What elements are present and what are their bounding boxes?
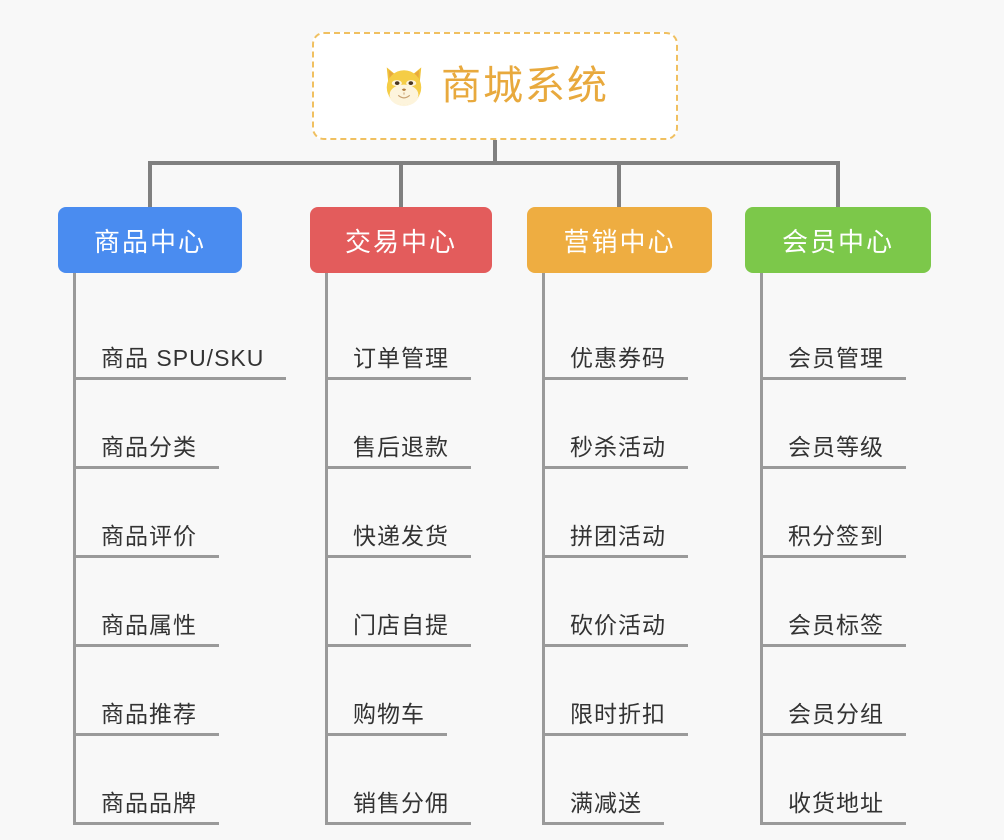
leaf-label: 商品 SPU/SKU — [73, 345, 287, 380]
leaf-item[interactable]: 商品推荐 — [58, 647, 242, 736]
leaf-label: 会员分组 — [760, 701, 906, 736]
leaf-label: 商品属性 — [73, 612, 219, 647]
leaf-spine — [542, 273, 545, 825]
leaf-item[interactable]: 会员分组 — [745, 647, 931, 736]
branch-header[interactable]: 交易中心 — [310, 207, 492, 273]
leaf-label: 积分签到 — [760, 523, 906, 558]
leaf-label: 售后退款 — [325, 434, 471, 469]
leaf-item[interactable]: 拼团活动 — [527, 469, 712, 558]
leaf-item[interactable]: 会员管理 — [745, 291, 931, 380]
leaf-item[interactable]: 收货地址 — [745, 736, 931, 825]
leaf-item[interactable]: 商品 SPU/SKU — [58, 291, 287, 380]
leaf-item[interactable]: 快递发货 — [310, 469, 492, 558]
branch-column: 商品中心 商品 SPU/SKU 商品分类 商品评价 商品属性 商品推荐 商品品牌 — [58, 207, 287, 825]
connector-bus — [148, 161, 840, 165]
leaf-item[interactable]: 销售分佣 — [310, 736, 492, 825]
leaf-spine — [760, 273, 763, 825]
leaf-label: 商品评价 — [73, 523, 219, 558]
leaf-list: 订单管理 售后退款 快递发货 门店自提 购物车 销售分佣 — [310, 273, 492, 825]
leaf-label: 拼团活动 — [542, 523, 688, 558]
leaf-label: 商品分类 — [73, 434, 219, 469]
leaf-item[interactable]: 售后退款 — [310, 380, 492, 469]
leaf-label: 会员等级 — [760, 434, 906, 469]
leaf-item[interactable]: 商品属性 — [58, 558, 242, 647]
root-title: 商城系统 — [441, 64, 609, 108]
leaf-list: 会员管理 会员等级 积分签到 会员标签 会员分组 收货地址 — [745, 273, 931, 825]
branch-header[interactable]: 商品中心 — [58, 207, 242, 273]
leaf-item[interactable]: 商品评价 — [58, 469, 242, 558]
leaf-label: 订单管理 — [325, 345, 471, 380]
leaf-list: 商品 SPU/SKU 商品分类 商品评价 商品属性 商品推荐 商品品牌 — [58, 273, 287, 825]
leaf-label: 快递发货 — [325, 523, 471, 558]
leaf-item[interactable]: 优惠券码 — [527, 291, 712, 380]
leaf-item[interactable]: 门店自提 — [310, 558, 492, 647]
leaf-label: 商品推荐 — [73, 701, 219, 736]
leaf-spine — [325, 273, 328, 825]
connector-drop-3 — [617, 161, 621, 207]
leaf-label: 销售分佣 — [325, 790, 471, 825]
shiba-dog-face-icon — [386, 67, 422, 107]
leaf-item[interactable]: 限时折扣 — [527, 647, 712, 736]
connector-drop-4 — [836, 161, 840, 207]
leaf-spine — [73, 273, 76, 825]
connector-drop-1 — [148, 161, 152, 207]
branch-column: 营销中心 优惠券码 秒杀活动 拼团活动 砍价活动 限时折扣 满减送 — [527, 207, 712, 825]
leaf-item[interactable]: 商品品牌 — [58, 736, 242, 825]
connector-drop-2 — [399, 161, 403, 207]
leaf-label: 收货地址 — [760, 790, 906, 825]
connector-root-stem — [493, 140, 497, 164]
branch-column: 会员中心 会员管理 会员等级 积分签到 会员标签 会员分组 收货地址 — [745, 207, 931, 825]
leaf-list: 优惠券码 秒杀活动 拼团活动 砍价活动 限时折扣 满减送 — [527, 273, 712, 825]
leaf-item[interactable]: 会员标签 — [745, 558, 931, 647]
leaf-label: 限时折扣 — [542, 701, 688, 736]
leaf-item[interactable]: 购物车 — [310, 647, 492, 736]
branch-header[interactable]: 营销中心 — [527, 207, 712, 273]
leaf-item[interactable]: 秒杀活动 — [527, 380, 712, 469]
leaf-label: 商品品牌 — [73, 790, 219, 825]
leaf-item[interactable]: 满减送 — [527, 736, 712, 825]
leaf-label: 砍价活动 — [542, 612, 688, 647]
leaf-item[interactable]: 积分签到 — [745, 469, 931, 558]
leaf-item[interactable]: 订单管理 — [310, 291, 492, 380]
leaf-item[interactable]: 商品分类 — [58, 380, 242, 469]
branch-column: 交易中心 订单管理 售后退款 快递发货 门店自提 购物车 销售分佣 — [310, 207, 492, 825]
leaf-label: 优惠券码 — [542, 345, 688, 380]
leaf-label: 会员标签 — [760, 612, 906, 647]
leaf-label: 购物车 — [325, 701, 447, 736]
leaf-item[interactable]: 会员等级 — [745, 380, 931, 469]
root-node[interactable]: 商城系统 — [312, 32, 678, 140]
leaf-label: 满减送 — [542, 790, 664, 825]
branch-header[interactable]: 会员中心 — [745, 207, 931, 273]
leaf-label: 门店自提 — [325, 612, 471, 647]
leaf-item[interactable]: 砍价活动 — [527, 558, 712, 647]
leaf-label: 秒杀活动 — [542, 434, 688, 469]
leaf-label: 会员管理 — [760, 345, 906, 380]
